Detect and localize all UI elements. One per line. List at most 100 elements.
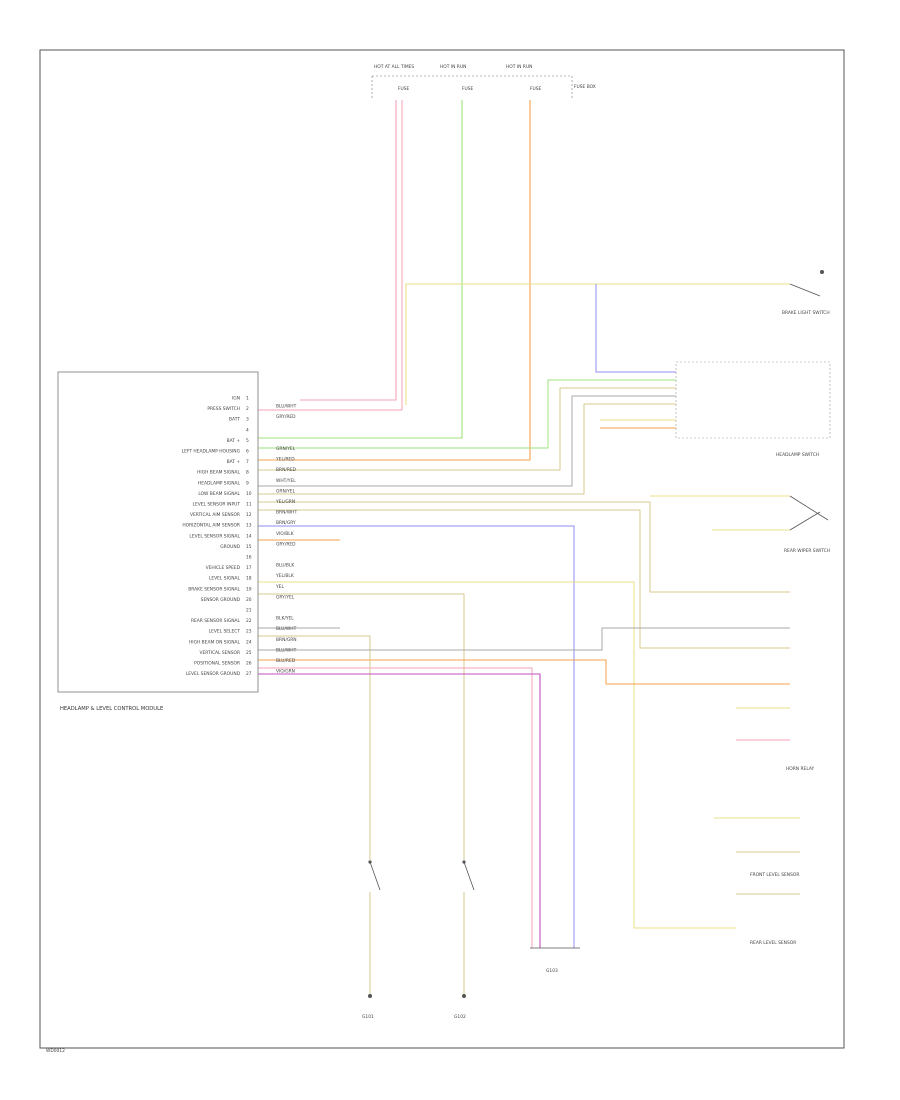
- wire-yellow-sensor: [258, 581, 736, 929]
- pin-wire-color: BLU/RED: [276, 658, 296, 664]
- pin-label: HIGH BEAM ON SIGNAL: [189, 639, 241, 645]
- wire-gray-conn: [258, 395, 676, 487]
- pin-number: 18: [246, 576, 252, 582]
- pin-label: BAT +: [227, 459, 241, 465]
- pin-wire-color: BRN/GRY: [276, 520, 296, 526]
- pin-number: 2: [246, 406, 249, 412]
- pin-label: LEVEL SENSOR GROUND: [186, 671, 241, 677]
- pin-wire-color: YEL/BLK: [275, 573, 294, 579]
- pin-number: 24: [246, 639, 252, 645]
- ground-label-2: G102: [454, 1014, 466, 1020]
- wire-tan-rear: [258, 501, 790, 593]
- wire-green-conn: [258, 379, 676, 449]
- pin-wire-color: YEL/RED: [275, 457, 295, 463]
- pin-number: 10: [246, 491, 252, 497]
- pin-label: LEVEL SENSOR INPUT: [193, 502, 241, 508]
- fuse-title-3: HOT IN RUN: [506, 64, 532, 70]
- rear-wiper-label: REAR WIPER SWITCH: [784, 548, 830, 554]
- wire-blue-connector: [595, 284, 676, 373]
- switch2-arm: [463, 861, 475, 891]
- wire-green-fuse2: [258, 100, 463, 439]
- pin-number: 14: [246, 533, 252, 539]
- pin-label: IGN: [232, 396, 240, 402]
- fuse-label-3: FUSE: [530, 86, 542, 92]
- pin-number: 16: [246, 555, 252, 561]
- wire-pink-b: [258, 100, 403, 411]
- headlamp-switch-label: HEADLAMP SWITCH: [776, 452, 819, 458]
- pin-wire-color: YEL: [275, 584, 284, 590]
- pin-label: BATT: [229, 417, 240, 423]
- pin-label: REAR SENSOR SIGNAL: [191, 618, 241, 624]
- wire-orange-fuse3: [258, 100, 531, 461]
- pin-label: GROUND: [220, 544, 240, 550]
- pin-label: HIGH BEAM SIGNAL: [197, 470, 240, 476]
- pin-wire-color: GRY/RED: [276, 541, 296, 547]
- pin-number: 8: [246, 470, 249, 476]
- switch1-arm: [369, 861, 381, 891]
- pin-number: 26: [246, 661, 252, 667]
- diagram-frame: [39, 49, 845, 1049]
- pin-label: VERTICAL SENSOR: [199, 650, 240, 656]
- pin-number: 9: [246, 480, 249, 486]
- ground-label-3: G103: [546, 968, 558, 974]
- wire-blue-ground: [258, 525, 575, 948]
- control-module-box: [57, 371, 259, 693]
- wire-orange-relay: [258, 659, 790, 685]
- wire-tan-conn: [258, 387, 676, 471]
- pin-number: 21: [246, 608, 252, 614]
- pin-wire-color: BRN/WHT: [276, 510, 297, 516]
- fuse-title-1: HOT AT ALL TIMES: [374, 64, 414, 70]
- pin-number: 7: [246, 459, 249, 465]
- wire-tan2-conn: [258, 403, 676, 495]
- pin-wire-color: BLU/WHT: [276, 647, 297, 653]
- pin-number: 20: [246, 597, 252, 603]
- pin-wire-color: WHT/YEL: [276, 478, 296, 484]
- pin-wire-color: BRN/RED: [276, 467, 297, 473]
- wire-tan-sw2: [258, 593, 465, 860]
- wire-yellow-brake: [405, 283, 790, 405]
- wire-tan-level: [258, 509, 790, 649]
- pin-wire-color: VIO/GRN: [276, 669, 295, 675]
- pin-number: 17: [246, 565, 252, 571]
- pin-label: LEFT HEADLAMP HOUSING: [182, 449, 241, 455]
- pin-number: 22: [246, 618, 252, 624]
- pin-wire-color: GRY/YEL: [276, 594, 295, 600]
- pin-number: 3: [246, 417, 249, 423]
- pin-label: VEHICLE SPEED: [206, 565, 241, 571]
- pin-number: 15: [246, 544, 252, 550]
- pin-number: 13: [246, 523, 252, 529]
- pin-wire-color: YEL/GRN: [275, 499, 295, 505]
- pin-wire-color: GRY/RED: [276, 414, 296, 420]
- pin-label: VERTICAL AIM SENSOR: [190, 512, 240, 518]
- pin-wire-color: GRN/YEL: [276, 488, 296, 494]
- pin-label: LEVEL SELECT: [209, 629, 241, 635]
- pin-label: SENSOR GROUND: [201, 597, 241, 603]
- module-title: HEADLAMP & LEVEL CONTROL MODULE: [60, 706, 163, 712]
- ground-dot-1: [368, 994, 372, 998]
- pin-wire-color: BLU/WHT: [276, 626, 297, 632]
- ground-dot-2: [462, 994, 466, 998]
- rear-wiper-switch-arm: [789, 495, 829, 521]
- pin-wire-color: BLK/YEL: [276, 616, 294, 622]
- pin-label: POSITIONAL SENSOR: [194, 661, 240, 667]
- wire-pink-ground: [258, 667, 533, 948]
- pin-label: LOW BEAM SIGNAL: [198, 491, 240, 497]
- pin-number: 6: [246, 449, 249, 455]
- pin-wire-color: BLU/BLK: [276, 563, 294, 569]
- pin-number: 11: [246, 502, 252, 508]
- right-connector-block: [675, 361, 831, 439]
- wire-violet-ground: [258, 673, 541, 948]
- pin-number: 19: [246, 586, 252, 592]
- pin-number: 1: [246, 396, 249, 402]
- rear-level-label: REAR LEVEL SENSOR: [750, 940, 796, 946]
- pin-label: LEVEL SENSOR SIGNAL: [189, 533, 240, 539]
- ground-label-1: G101: [362, 1014, 374, 1020]
- rear-wiper-switch-arm2: [789, 511, 821, 531]
- pin-number: 27: [246, 671, 252, 677]
- pin-number: 12: [246, 512, 252, 518]
- pin-number: 4: [246, 427, 249, 433]
- pin-label: HEADLAMP SIGNAL: [198, 480, 241, 486]
- pin-wire-color: BRN/GRN: [276, 637, 297, 643]
